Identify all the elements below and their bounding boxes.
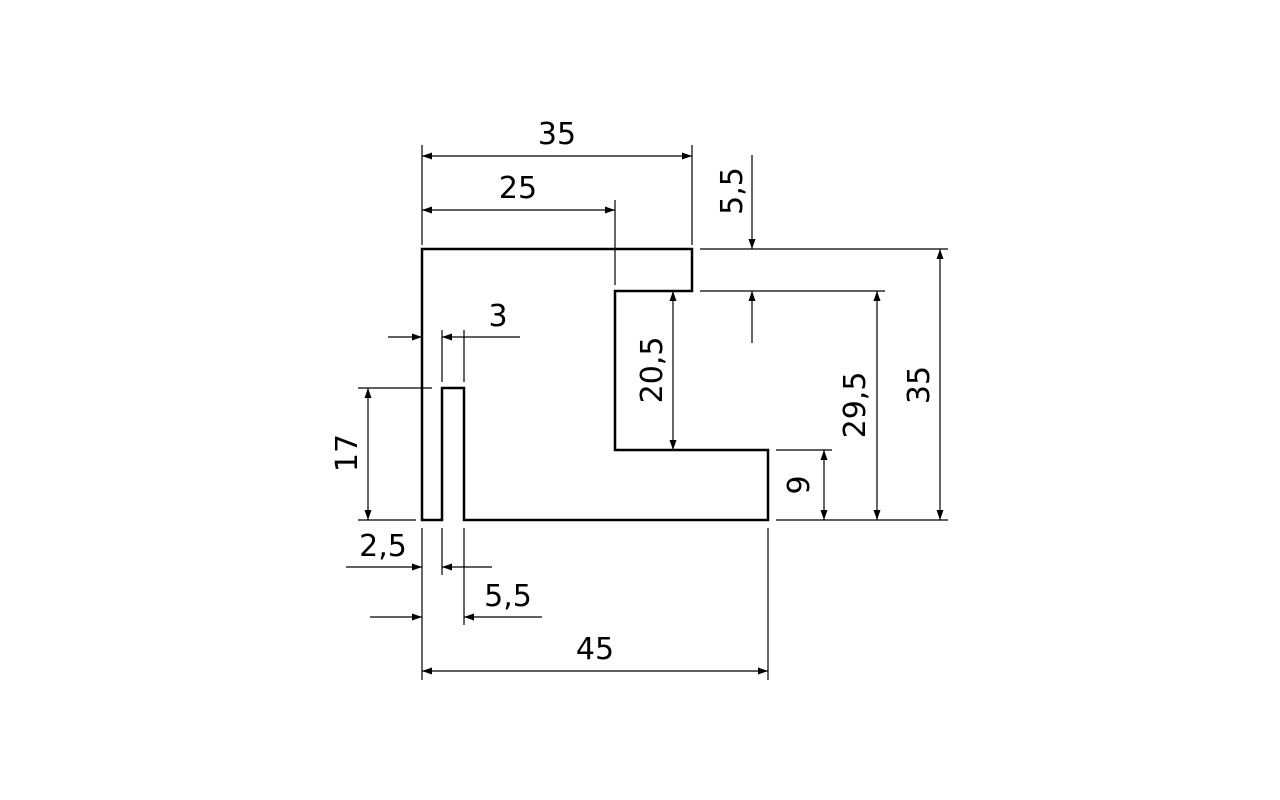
dim-text-lip-height-5-5: 5,5 [715,167,750,215]
dim-text-offset-5-5: 5,5 [484,579,532,614]
dim-text-total-height-35: 35 [902,366,937,404]
dim-text-top-width-35: 35 [538,117,576,152]
dim-text-offset-2-5: 2,5 [359,529,407,564]
dim-text-inner-height-20-5: 20,5 [635,337,670,404]
dim-text-slot-gap-3: 3 [488,299,507,334]
dim-text-rib-height-17: 17 [330,434,365,472]
dim-text-total-width-45: 45 [576,632,614,667]
dim-text-top-width-25: 25 [499,171,537,206]
dim-text-step-height-9: 9 [782,475,817,494]
dim-text-height-29-5: 29,5 [838,372,873,439]
extension-lines [358,145,948,680]
profile-outline [420,247,770,522]
